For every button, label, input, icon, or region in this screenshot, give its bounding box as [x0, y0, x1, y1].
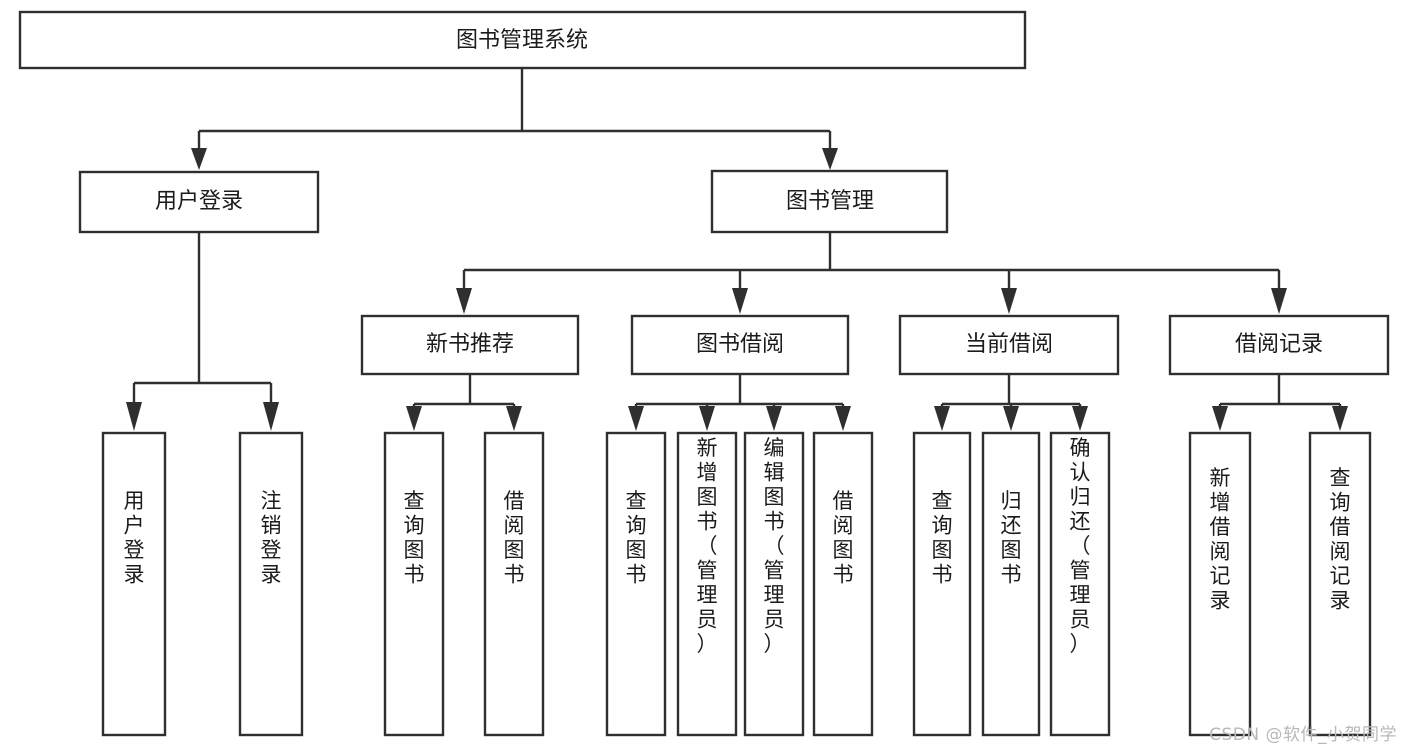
- node-user-login[interactable]: 用户登录: [78, 170, 320, 234]
- leaf-query-borrow-record-box[interactable]: [1308, 431, 1372, 737]
- leaf-query-book-recommend-label: 查询图书: [404, 489, 425, 587]
- arrow-head-icon: [1271, 288, 1287, 314]
- arrow-head-icon: [628, 406, 644, 431]
- arrow-head-icon: [263, 402, 279, 431]
- arrow-head-icon: [406, 406, 422, 431]
- node-user-login-box[interactable]: [78, 170, 320, 234]
- node-root[interactable]: 图书管理系统: [18, 10, 1027, 70]
- leaf-edit-book-admin-box[interactable]: [743, 431, 805, 737]
- arrow-head-icon: [456, 288, 472, 314]
- leaf-add-borrow-record-box[interactable]: [1188, 431, 1252, 737]
- leaf-query-book-borrow[interactable]: 查询图书: [605, 431, 667, 737]
- leaf-confirm-return-admin-label: 确认归还（管理员）: [1070, 436, 1091, 656]
- leaf-logout-label: 注销登录: [261, 489, 282, 587]
- node-borrow-record-box[interactable]: [1168, 314, 1390, 376]
- leaf-borrow-book-recommend-label: 借阅图书: [504, 489, 525, 587]
- node-borrow-record[interactable]: 借阅记录: [1168, 314, 1390, 376]
- leaf-confirm-return-admin-box[interactable]: [1049, 431, 1111, 737]
- leaf-query-book-borrow-label: 查询图书: [626, 489, 647, 587]
- arrow-head-icon: [506, 406, 522, 431]
- leaf-edit-book-admin-label: 编辑图书（管理员）: [764, 436, 785, 656]
- node-new-book-recommend-box[interactable]: [360, 314, 580, 376]
- node-current-borrow-label: 当前借阅: [965, 332, 1053, 357]
- leaf-add-borrow-record-label: 新增借阅记录: [1210, 466, 1231, 613]
- arrow-head-icon: [126, 402, 142, 431]
- node-book-borrow[interactable]: 图书借阅: [630, 314, 850, 376]
- leaf-query-book-borrow-box[interactable]: [605, 431, 667, 737]
- node-new-book-recommend[interactable]: 新书推荐: [360, 314, 580, 376]
- leaf-borrow-book[interactable]: 借阅图书: [812, 431, 874, 737]
- node-book-management-box[interactable]: [710, 169, 949, 234]
- node-new-book-recommend-label: 新书推荐: [426, 332, 514, 357]
- leaf-user-login-box[interactable]: [101, 431, 167, 737]
- arrow-head-icon: [1003, 406, 1019, 431]
- leaf-borrow-book-box[interactable]: [812, 431, 874, 737]
- arrow-head-icon: [699, 406, 715, 431]
- leaf-query-book-current[interactable]: 查询图书: [912, 431, 972, 737]
- arrow-head-icon: [1001, 288, 1017, 314]
- arrow-head-icon: [1212, 406, 1228, 431]
- leaf-add-book-admin-box[interactable]: [676, 431, 738, 737]
- watermark: CSDN @软件_小贺同学: [1209, 725, 1397, 745]
- leaf-user-login-label: 用户登录: [124, 489, 145, 587]
- arrow-head-icon: [191, 148, 207, 170]
- node-book-borrow-box[interactable]: [630, 314, 850, 376]
- node-current-borrow[interactable]: 当前借阅: [898, 314, 1120, 376]
- node-current-borrow-box[interactable]: [898, 314, 1120, 376]
- leaf-query-book-current-label: 查询图书: [932, 489, 953, 587]
- arrow-head-icon: [732, 288, 748, 314]
- node-root-label: 图书管理系统: [456, 28, 588, 53]
- node-user-login-label: 用户登录: [155, 189, 243, 214]
- leaf-edit-book-admin[interactable]: 编辑图书（管理员）: [743, 431, 805, 737]
- node-root-box[interactable]: [18, 10, 1027, 70]
- leaf-borrow-book-recommend[interactable]: 借阅图书: [483, 431, 545, 737]
- leaf-logout[interactable]: 注销登录: [238, 431, 304, 737]
- arrow-head-icon: [835, 406, 851, 431]
- node-book-management-label: 图书管理: [786, 189, 874, 214]
- arrow-head-icon: [766, 406, 782, 431]
- arrow-head-icon: [1072, 406, 1088, 431]
- arrow-head-icon: [934, 406, 950, 431]
- edge-layer: [126, 68, 1348, 431]
- leaf-logout-box[interactable]: [238, 431, 304, 737]
- leaf-query-borrow-record-label: 查询借阅记录: [1330, 466, 1351, 613]
- leaf-query-book-current-box[interactable]: [912, 431, 972, 737]
- arrow-head-icon: [822, 148, 838, 170]
- leaf-confirm-return-admin[interactable]: 确认归还（管理员）: [1049, 431, 1111, 737]
- leaf-borrow-book-label: 借阅图书: [833, 489, 854, 587]
- leaf-add-book-admin[interactable]: 新增图书（管理员）: [676, 431, 738, 737]
- node-borrow-record-label: 借阅记录: [1235, 332, 1323, 357]
- leaf-return-book[interactable]: 归还图书: [981, 431, 1041, 737]
- node-book-management[interactable]: 图书管理: [710, 169, 949, 234]
- leaf-query-book-recommend[interactable]: 查询图书: [383, 431, 445, 737]
- node-book-borrow-label: 图书借阅: [696, 332, 784, 357]
- leaf-add-book-admin-label: 新增图书（管理员）: [697, 436, 718, 656]
- leaf-return-book-label: 归还图书: [1001, 489, 1022, 587]
- leaf-query-borrow-record[interactable]: 查询借阅记录: [1308, 431, 1372, 737]
- leaf-user-login[interactable]: 用户登录: [101, 431, 167, 737]
- leaf-borrow-book-recommend-box[interactable]: [483, 431, 545, 737]
- leaf-add-borrow-record[interactable]: 新增借阅记录: [1188, 431, 1252, 737]
- leaf-query-book-recommend-box[interactable]: [383, 431, 445, 737]
- leaf-return-book-box[interactable]: [981, 431, 1041, 737]
- arrow-head-icon: [1332, 406, 1348, 431]
